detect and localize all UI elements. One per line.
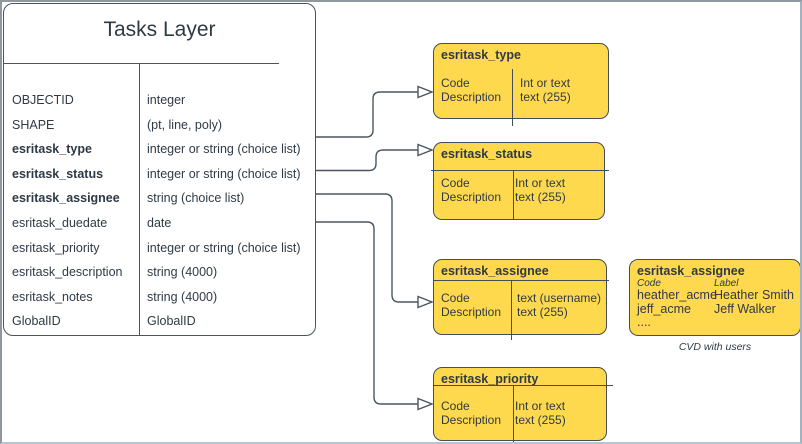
field-type: GlobalID xyxy=(147,314,196,329)
domain-code-line: Code xyxy=(441,76,470,90)
domain-box-title: esritask_assignee xyxy=(441,264,549,278)
connector-status xyxy=(316,149,418,172)
domain-code-line: Code xyxy=(441,291,470,305)
connector-type xyxy=(316,91,418,138)
domain-code-column: Code Description xyxy=(441,176,502,204)
arrowhead-assignee-icon xyxy=(417,295,434,309)
domain-type-line: Int or text xyxy=(515,176,566,190)
arrowhead-priority-icon xyxy=(417,397,434,411)
field-name: OBJECTID xyxy=(12,93,74,107)
table-row: esritask_duedate date xyxy=(4,211,315,236)
domain-code-column: Code Description xyxy=(441,291,502,319)
arrowhead-status-icon xyxy=(417,143,434,157)
table-row: esritask_type integer or string (choice … xyxy=(4,137,315,162)
field-name: esritask_type xyxy=(12,142,92,157)
arrowhead-type-icon xyxy=(417,85,434,99)
field-type: date xyxy=(147,215,172,230)
domain-box-title: esritask_type xyxy=(441,48,521,62)
domain-type-line: text (255) xyxy=(517,304,568,319)
field-name: esritask_duedate xyxy=(12,215,108,230)
domain-box-title-divider xyxy=(433,385,613,386)
cvd-code-value: jeff_acme xyxy=(637,301,691,316)
cvd-code-value: heather_acme xyxy=(637,288,717,302)
domain-box-esritask-assignee: esritask_assignee Code Description text … xyxy=(433,259,609,340)
field-type: string (choice list) xyxy=(147,191,245,206)
cvd-label-column: Heather Smith Jeff Walker xyxy=(714,288,794,316)
table-header-divider xyxy=(4,63,279,64)
domain-box-title-divider xyxy=(431,170,609,171)
field-type: integer or string (choice list) xyxy=(147,240,301,255)
domain-type-column: Int or text text (255) xyxy=(520,76,571,104)
table-rows: OBJECTID integer SHAPE (pt, line, poly) … xyxy=(4,88,315,334)
connector-priority xyxy=(316,221,418,405)
connector-assignee xyxy=(316,193,418,303)
table-row: OBJECTID integer xyxy=(4,88,315,113)
domain-box-title: esritask_status xyxy=(441,147,533,161)
tasks-layer-table: Tasks Layer OBJECTID integer SHAPE (pt, … xyxy=(3,3,316,336)
domain-type-line: text (255) xyxy=(515,412,566,427)
domain-code-line: Description xyxy=(441,89,502,104)
domain-box-divider xyxy=(513,171,514,220)
domain-type-line: text (username) xyxy=(517,291,602,305)
domain-code-column: Code Description xyxy=(441,399,502,427)
cvd-code-column: heather_acme jeff_acme .... xyxy=(637,288,717,330)
domain-code-line: Description xyxy=(441,304,502,319)
table-row: SHAPE (pt, line, poly) xyxy=(4,113,315,138)
cvd-code-header: Code xyxy=(637,278,661,289)
domain-code-column: Code Description xyxy=(441,76,502,104)
cvd-caption: CVD with users xyxy=(678,341,752,353)
field-name: SHAPE xyxy=(12,117,55,132)
domain-type-line: text (255) xyxy=(515,189,566,204)
domain-code-line: Description xyxy=(441,189,502,204)
field-name: esritask_description xyxy=(12,265,123,280)
field-name: esritask_priority xyxy=(12,240,100,255)
field-type: integer or string (choice list) xyxy=(147,142,301,157)
domain-type-line: Int or text xyxy=(515,399,566,413)
field-type: integer or string (choice list) xyxy=(147,166,301,181)
field-type: string (4000) xyxy=(147,265,218,280)
field-name: GlobalID xyxy=(12,314,61,329)
cvd-label-header: Label xyxy=(714,278,739,289)
domain-box-esritask-priority: esritask_priority Code Description Int o… xyxy=(433,367,613,442)
cvd-label-value: Jeff Walker xyxy=(714,301,776,316)
domain-code-line: Description xyxy=(441,412,502,427)
table-column-divider xyxy=(139,63,140,335)
field-name: esritask_status xyxy=(12,166,104,181)
table-row: esritask_assignee string (choice list) xyxy=(4,186,315,211)
domain-box-divider xyxy=(512,69,513,126)
cvd-example-box: esritask_assignee Code Label heather_acm… xyxy=(629,259,800,336)
field-type: (pt, line, poly) xyxy=(147,117,223,132)
domain-code-line: Code xyxy=(441,176,470,190)
table-row: esritask_notes string (4000) xyxy=(4,285,315,310)
field-name: esritask_notes xyxy=(12,289,93,304)
table-row: esritask_description string (4000) xyxy=(4,260,315,285)
domain-box-title: esritask_priority xyxy=(441,372,539,386)
cvd-code-value: .... xyxy=(637,315,651,330)
table-row: esritask_status integer or string (choic… xyxy=(4,162,315,187)
table-row: esritask_priority integer or string (cho… xyxy=(4,236,315,261)
domain-box-divider xyxy=(513,386,514,442)
tasks-layer-title: Tasks Layer xyxy=(103,18,216,41)
domain-box-esritask-status: esritask_status Code Description Int or … xyxy=(431,142,609,220)
domain-box-divider xyxy=(511,281,512,340)
domain-code-line: Code xyxy=(441,399,470,413)
domain-box-title-divider xyxy=(433,280,609,281)
domain-type-column: text (username) text (255) xyxy=(517,291,602,319)
domain-type-column: Int or text text (255) xyxy=(515,176,566,204)
field-name: esritask_assignee xyxy=(12,191,120,206)
cvd-label-value: Heather Smith xyxy=(714,288,794,302)
domain-type-line: text (255) xyxy=(520,89,571,104)
domain-box-esritask-type: esritask_type Code Description Int or te… xyxy=(433,43,609,126)
field-type: integer xyxy=(147,93,186,107)
domain-type-column: Int or text text (255) xyxy=(515,399,566,427)
domain-type-line: Int or text xyxy=(520,76,571,90)
cvd-box-title: esritask_assignee xyxy=(637,264,745,278)
field-type: string (4000) xyxy=(147,289,218,304)
table-row: GlobalID GlobalID xyxy=(4,309,315,334)
